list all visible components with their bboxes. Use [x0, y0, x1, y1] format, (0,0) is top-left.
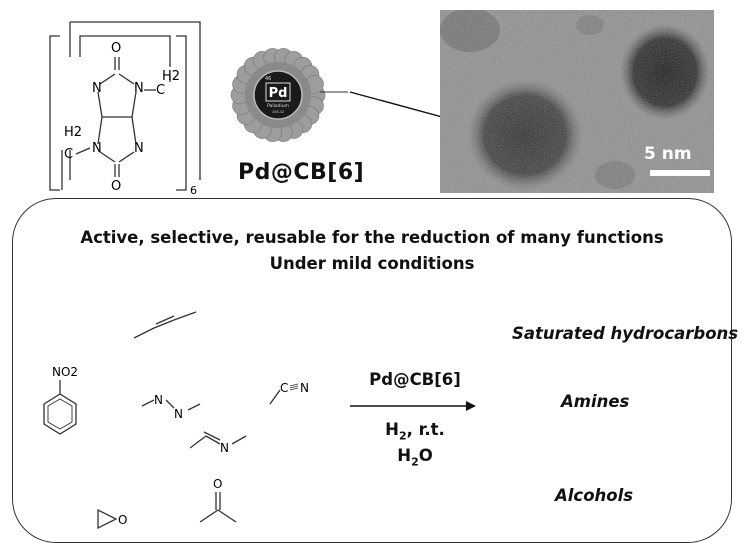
carbonyl-oxygen-top: O — [111, 41, 121, 56]
ketone-o: O — [213, 477, 222, 491]
substrates-panel: NO2 N N C N N O O — [43, 311, 309, 530]
reaction-conditions: H2, r.t. — [385, 420, 445, 443]
badge-name: Palladium — [267, 103, 289, 109]
pd-nanoparticle-graphic: 46 Pd Palladium 106.42 — [230, 48, 348, 142]
nitrogen-2: N — [134, 81, 144, 96]
badge-symbol: Pd — [269, 86, 288, 101]
azo-n-1: N — [154, 393, 163, 407]
nitrile-c: C — [280, 381, 288, 395]
carbonyl-oxygen-bottom: O — [111, 179, 121, 194]
catalyst-label: Pd@CB[6] — [238, 160, 365, 185]
cucurbituril-structure: O N N C H2 N N C H2 O 6 — [49, 21, 201, 197]
methylene-c-1: C — [156, 83, 165, 98]
product-amines: Amines — [561, 392, 630, 411]
repeat-subscript: 6 — [190, 184, 197, 197]
nitrile-n: N — [300, 381, 309, 395]
badge-mass: 106.42 — [272, 110, 284, 114]
reaction-arrow — [350, 401, 476, 411]
azo-n-2: N — [174, 407, 183, 421]
scale-bar — [650, 170, 710, 176]
product-saturated-hydrocarbons: Saturated hydrocarbons — [512, 324, 739, 343]
methylene-c-2: C — [64, 147, 73, 162]
nitrogen-4: N — [134, 141, 144, 156]
reaction-solvent: H2O — [397, 446, 433, 469]
scale-label: 5 nm — [644, 144, 692, 164]
product-alcohols: Alcohols — [555, 486, 634, 505]
badge-atomic-number: 46 — [265, 76, 271, 82]
nitrogen-3: N — [92, 141, 102, 156]
imine-n: N — [220, 441, 229, 455]
arrow-catalyst-label: Pd@CB[6] — [369, 370, 461, 389]
headline-line-1: Active, selective, reusable for the redu… — [80, 228, 664, 247]
epoxide-o: O — [118, 513, 127, 527]
methylene-h2-1: H2 — [162, 69, 180, 84]
nitro-label: NO2 — [52, 365, 78, 379]
headline-line-2: Under mild conditions — [269, 254, 475, 273]
nitrogen-1: N — [92, 81, 102, 96]
summary-box — [12, 198, 732, 543]
tem-micrograph: 5 nm — [440, 10, 714, 193]
methylene-h2-2: H2 — [64, 125, 82, 140]
